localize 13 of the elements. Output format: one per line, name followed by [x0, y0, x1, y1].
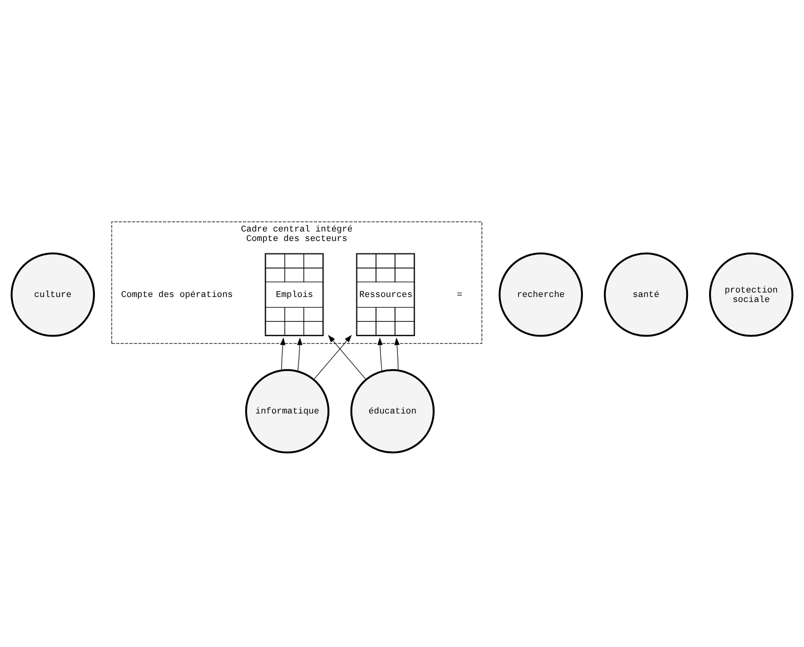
node-circle: informatique [245, 368, 330, 453]
node-circle: protection sociale [709, 252, 794, 336]
label: = [457, 290, 462, 300]
arrow [377, 336, 383, 372]
node-circle: éducation [350, 368, 435, 453]
node-circle: culture [10, 252, 95, 336]
arrow [313, 334, 352, 380]
node-circle: recherche [498, 252, 583, 336]
arrow [280, 336, 286, 370]
node-circle: santé [604, 252, 688, 336]
arrow [394, 336, 400, 370]
arrow [297, 336, 302, 372]
arrow [328, 334, 366, 380]
